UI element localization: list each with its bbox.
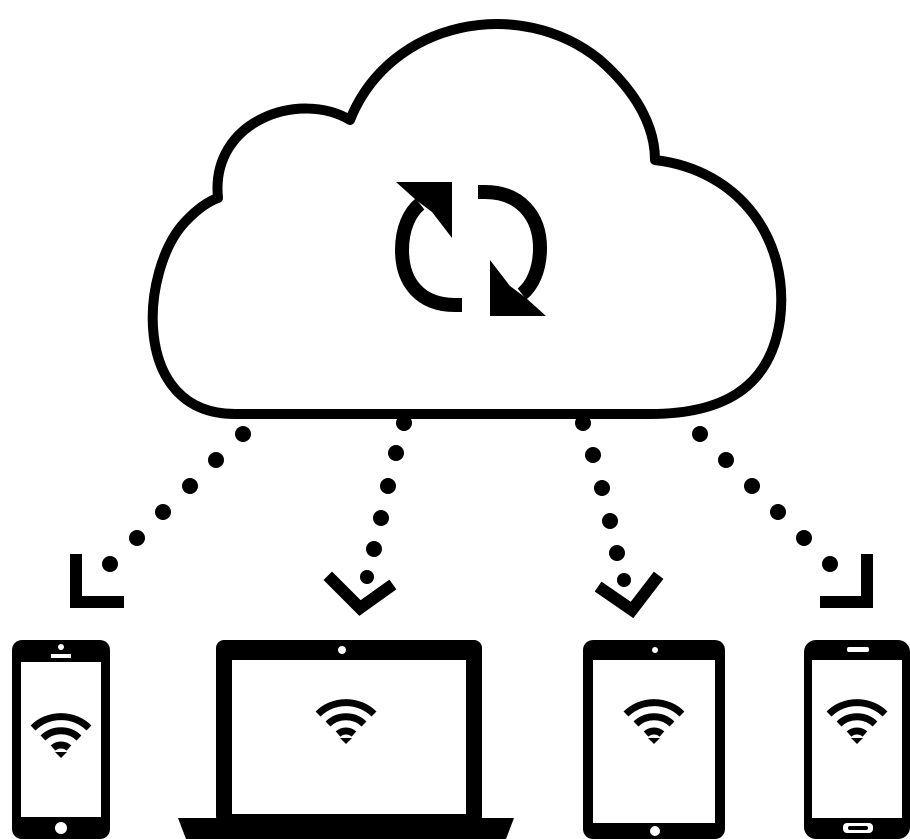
wifi-icon — [826, 699, 888, 744]
arrowhead — [820, 554, 873, 608]
smartphone-left — [12, 640, 110, 839]
cloud — [147, 19, 787, 419]
tablet — [583, 640, 725, 839]
wifi-icon — [623, 699, 685, 744]
sync-icon — [394, 182, 548, 316]
wifi-icon — [315, 699, 377, 744]
arrowhead — [323, 571, 397, 616]
arrowhead — [70, 554, 124, 608]
laptop — [178, 640, 514, 839]
wifi-icon — [30, 713, 92, 758]
arrowhead — [594, 571, 664, 619]
connector-to-smartphone-left — [70, 426, 251, 608]
connector-to-smartphone-right — [692, 426, 873, 608]
cloud-outline — [147, 19, 787, 419]
connector-to-laptop — [323, 415, 412, 616]
connector-to-tablet — [575, 415, 664, 619]
smartphone-right — [804, 640, 910, 839]
